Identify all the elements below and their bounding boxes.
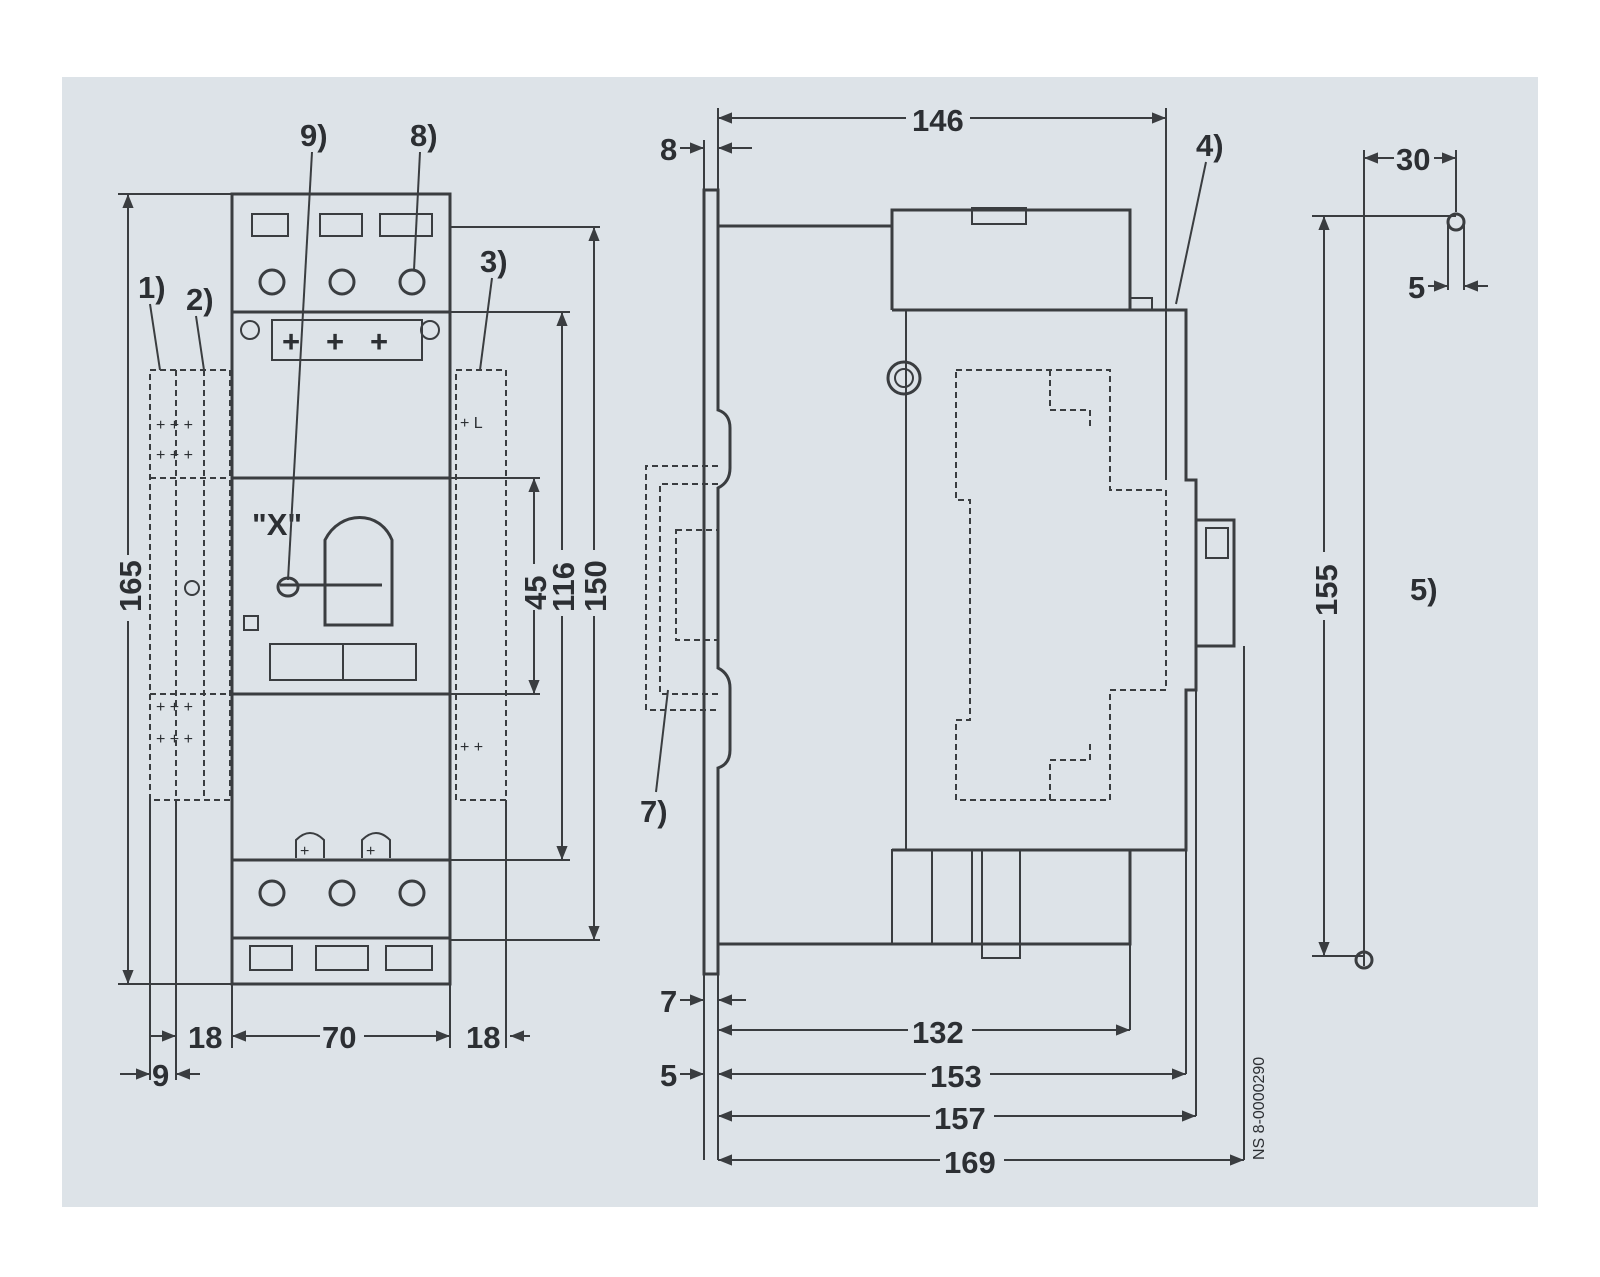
dim-45-label: 45 [518,576,553,610]
dim-165-label: 165 [113,560,148,612]
callout-3: 3) [480,244,508,279]
terminal-screw [398,268,426,296]
dim-left-18-label: 18 [188,1020,222,1055]
callout-7: 7) [640,794,668,829]
drawing-number: NS 8-0000290 [1251,1057,1268,1160]
svg-text:+: + [326,324,344,359]
terminal-screw [328,268,356,296]
dim-146-label: 146 [912,103,964,138]
svg-text:+: + [366,843,375,860]
front-housing [230,192,452,986]
callout-1: 1) [138,270,166,305]
dim-right-18-label: 18 [466,1020,500,1055]
dim-157-label: 157 [934,1101,986,1136]
dim-8-label: 8 [660,132,677,167]
svg-text:+ L: + L [460,415,483,432]
callout-4: 4) [1196,128,1224,163]
svg-text:+ + +: + + + [156,699,193,716]
dim-9-label: 9 [152,1058,169,1093]
dim-169-label: 169 [944,1145,996,1180]
side-view: 146 8 7 5 132 153 157 169 4) 7) [640,100,1268,1180]
dim-132-label: 132 [912,1015,964,1050]
svg-text:+ + +: + + + [156,447,193,464]
svg-text:+: + [370,324,388,359]
mounting-plate [702,188,732,976]
dim-7-label: 7 [660,984,677,1019]
callout-5: 5) [1410,572,1438,607]
handle-lock-icon [276,576,300,598]
rotary-handle [323,516,394,627]
dim-5-hole-label: 5 [1408,270,1425,305]
callout-8: 8) [410,118,438,153]
drawing-sheet [62,77,1538,1207]
dim-155-label: 155 [1309,564,1344,616]
dim-30-label: 30 [1396,142,1430,177]
svg-text:+ + +: + + + [156,417,193,434]
hole-pattern-view: 30 5 155 5) [1309,140,1488,970]
dim-116-label: 116 [546,562,581,612]
mounting-hole [1354,950,1374,970]
switch-mark: "X" [252,507,302,542]
dim-150-label: 150 [578,560,613,612]
inner-mechanism [955,369,1167,801]
callout-9: 9) [300,118,328,153]
svg-text:+ + +: + + + [156,731,193,748]
dim-153-label: 153 [930,1059,982,1094]
dim-5-label: 5 [660,1058,677,1093]
front-view: + + + "X" + + + + + + [113,118,613,1093]
terminal-screw [258,268,286,296]
svg-text:+ +: + + [460,739,483,756]
side-housing [718,208,1198,946]
svg-text:+: + [282,324,300,359]
dim-70-label: 70 [322,1020,356,1055]
svg-text:+: + [300,843,309,860]
callout-2: 2) [186,282,214,317]
